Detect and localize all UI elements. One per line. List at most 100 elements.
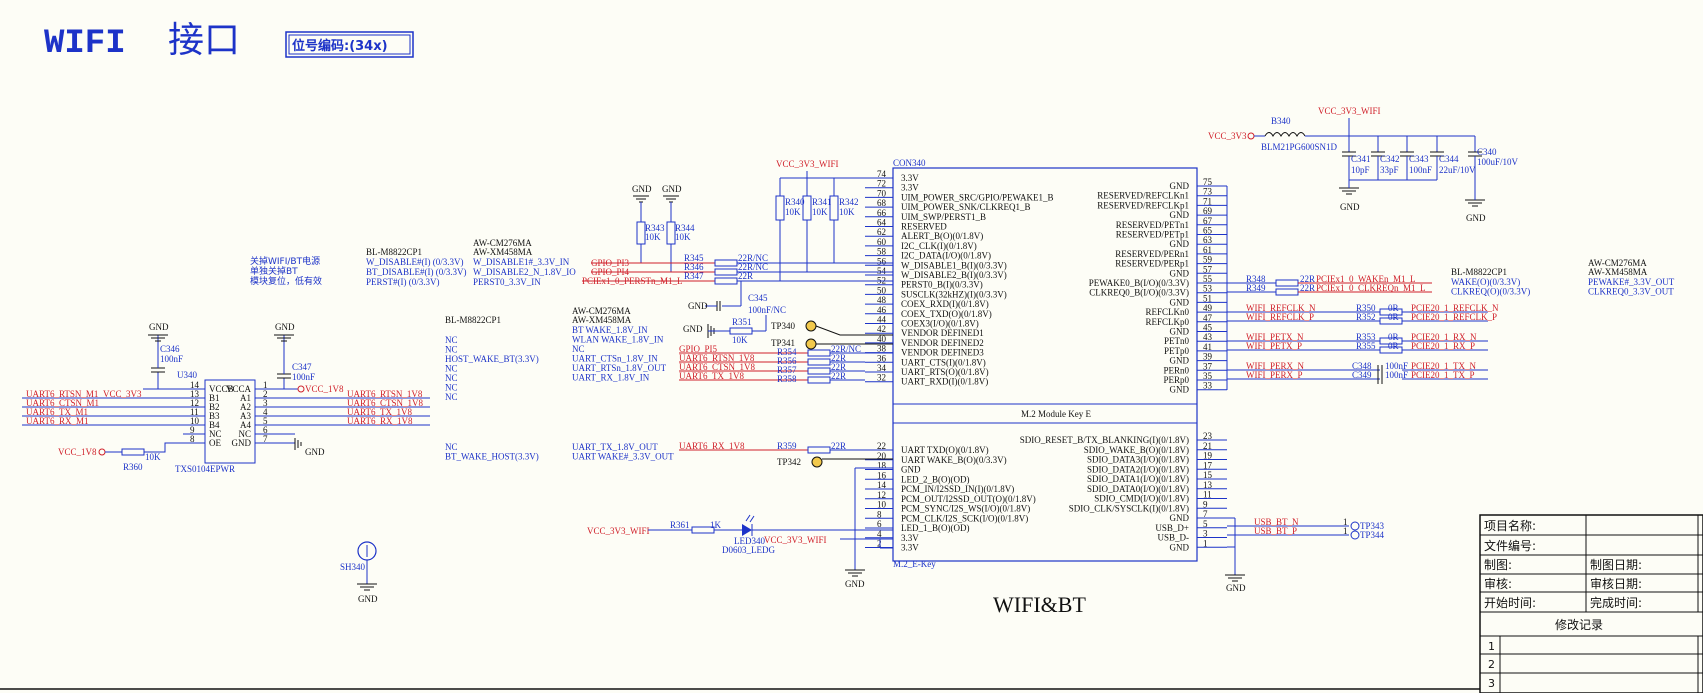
note-aw-title1: AW-CM276MA	[473, 238, 532, 248]
u340-part: TXS0104EPWR	[175, 464, 235, 474]
note-mid-bl: NC	[445, 383, 458, 393]
tb-file-no: 文件编号:	[1484, 538, 1536, 553]
ic-pin-name: SDIO_DATA1(I/O)(0/1.8V)	[1087, 474, 1189, 484]
note-aw-2: PERST0_3.3V_IN	[473, 277, 541, 287]
gnd-pin18: GND	[845, 579, 865, 589]
note-mid-bl: NC	[445, 364, 458, 374]
r342-ref: R342	[839, 197, 859, 207]
ic-ref: CON340	[893, 158, 926, 168]
gnd-r343: GND	[632, 184, 652, 194]
r361-ref: R361	[670, 520, 690, 530]
u340-ref: U340	[177, 370, 197, 380]
gnd-u340: GND	[305, 447, 325, 457]
title-block: 项目名称: 文件编号: 制图: 制图日期: 审核: 审核日期: 开始时间: 完成…	[1479, 514, 1703, 693]
uart-res-val: 22R	[831, 371, 846, 381]
cap-val: 10pF	[1351, 165, 1370, 175]
r360-val: 10K	[145, 452, 161, 462]
ic-pin-num: 44	[877, 315, 887, 325]
ic-pin-name: I2C_CLK(I)(0/1.8V)	[901, 241, 977, 251]
uart-series-resistors: GPIO_PI5 UART6_RTSN_1V8 UART6_CTSN_1V8 U…	[679, 344, 893, 589]
ic-pin-name: PERST0_B(I)(0/3.3V)	[901, 280, 983, 290]
gnd-c347: GND	[275, 322, 295, 332]
note-cn-2: 单独关掉BT	[250, 265, 298, 277]
cap-ref: C343	[1409, 154, 1429, 164]
u340-pin-name: NC	[238, 429, 251, 439]
ic-pin-name: RESERVED	[901, 222, 947, 232]
u340-pin-num: 12	[190, 398, 199, 408]
tb-review: 审核:	[1484, 576, 1512, 591]
u340-pin-num: 9	[190, 425, 195, 435]
note-right-aw-title2: AW-XM458MA	[1588, 267, 1648, 277]
net-uart6-tx-1v8: UART6_TX_1V8	[679, 371, 744, 381]
ic-pin-name: SDIO_DATA2(I/O)(0/1.8V)	[1087, 464, 1189, 474]
note-right-aw-title1: AW-CM276MA	[1588, 258, 1647, 268]
note-right-bl: WAKE(O)(0/3.3V)	[1451, 277, 1520, 287]
ic-pin-num: 72	[877, 179, 886, 189]
ic-pin-name: LED_2_B(O)(OD)	[901, 474, 969, 484]
u340-left-net-label: UART6_CTSN_M1	[26, 398, 99, 408]
r343-val: 10K	[645, 232, 661, 242]
ic-pin-num: 21	[1203, 441, 1212, 451]
pullup-network: VCC_3V3_WIFI R340 10K R341 10K R342 10K …	[582, 159, 893, 350]
ic-pin-name: REFCLKp0	[1145, 317, 1189, 327]
u340-pin-name: A4	[240, 420, 251, 430]
pcie-pair-val: 100nF	[1385, 361, 1408, 371]
ic-body	[892, 167, 1198, 562]
ic-footprint: M.2_E-Key	[893, 559, 936, 569]
ic-pin-num: 59	[1203, 255, 1213, 265]
ic-pin-num: 66	[877, 208, 887, 218]
note-right-aw: PEWAKE#_3.3V_OUT	[1588, 277, 1675, 287]
pcie-pair-net: WIFI_PERX_P	[1246, 370, 1303, 380]
r341-val: 10K	[812, 207, 828, 217]
note-mid-aw2: UART_TX_1.8V_OUT	[572, 442, 658, 452]
ic-pin-num: 68	[877, 198, 887, 208]
tp340-ref: TP340	[771, 321, 796, 331]
r346-val: 22R/NC	[738, 262, 768, 272]
gnd-symbol	[294, 438, 302, 450]
u340-pin-name: B3	[209, 411, 220, 421]
note-right-aw: CLKREQ0_3.3V_OUT	[1588, 287, 1674, 297]
ic-pin-num: 6	[877, 519, 882, 529]
gnd-symbol	[148, 334, 168, 342]
gnd-symbol	[274, 334, 294, 342]
ic-pin-name: GND	[1170, 513, 1190, 523]
ic-pin-name: VENDOR DEFINED1	[901, 328, 984, 338]
ic-pin-num: 51	[1203, 293, 1212, 303]
ic-pin-name: COEX_RXD(I)(0/1.8V)	[901, 299, 989, 309]
bead-ref: B340	[1271, 116, 1291, 126]
u340-pin-num: 11	[190, 407, 199, 417]
ic-pin-num: 22	[877, 441, 886, 451]
ic-pin-num: 53	[1203, 284, 1213, 294]
ic-pin-name: UIM_SWP/PERST1_B	[901, 212, 986, 222]
ic-pin-name: COEX_TXD(O)(0/1.8V)	[901, 309, 992, 319]
ic-pin-name: PCM_SYNC/I2S_WS(I/O)(0/1.8V)	[901, 504, 1030, 514]
ic-pin-num: 3	[1203, 529, 1208, 539]
pcie-pair-val: 0R	[1388, 341, 1399, 351]
gnd-symbol	[1225, 574, 1245, 582]
gnd-r344: GND	[662, 184, 682, 194]
tp342-ref: TP342	[777, 457, 801, 467]
note-cn-3: 模块复位，低有效	[250, 275, 322, 287]
c346-val: 100nF	[160, 354, 183, 364]
pcie-out-net: PCIE20_1_REFCLK_P	[1411, 312, 1497, 322]
note-aw-1: W_DISABLE2_N_1.8V_IO	[473, 267, 576, 277]
net-vcc-wifi-pin4: VCC_3V3_WIFI	[764, 535, 827, 545]
r351-ref: R351	[732, 317, 752, 327]
pcie-pair-ref: C348	[1352, 361, 1372, 371]
pcie-res-ref: R349	[1246, 283, 1266, 293]
ic-pin-num: 42	[877, 324, 886, 334]
ic-pin-num: 73	[1203, 187, 1213, 197]
sheet-title: WIFI&BT	[993, 592, 1086, 617]
net-vcc-wifi-led: VCC_3V3_WIFI	[587, 526, 650, 536]
ic-pin-name: RESERVED/REFCLKn1	[1097, 191, 1189, 201]
ic-pin-num: 46	[877, 305, 887, 315]
u340-right-net-label: UART6_CTSN_1V8	[347, 398, 423, 408]
ic-pin-num: 75	[1203, 177, 1213, 187]
ic-pin-name: 3.3V	[901, 183, 919, 193]
ic-pin-name: USB_D-	[1157, 533, 1189, 543]
u340-pin-num: 14	[190, 380, 200, 390]
ic-pin-num: 36	[877, 353, 887, 363]
usb-tp-ref: TP343	[1360, 521, 1385, 531]
note-bl-1: BT_DISABLE#(I) (0/3.3V)	[366, 267, 467, 277]
